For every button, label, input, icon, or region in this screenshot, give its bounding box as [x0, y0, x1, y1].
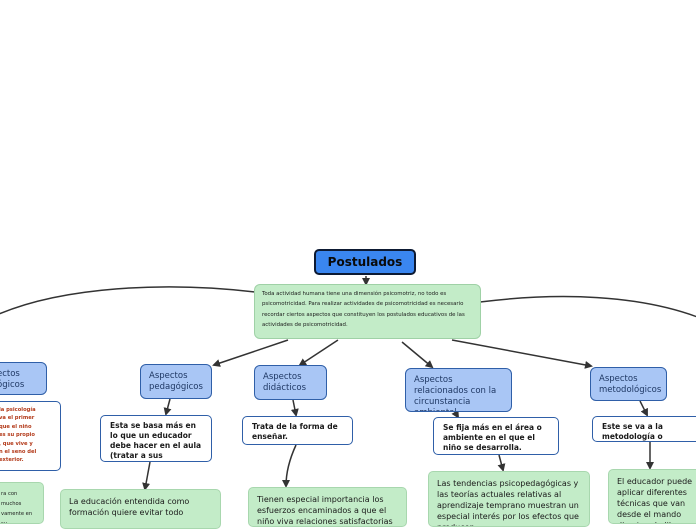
edge-ambiental-detail: [497, 454, 506, 472]
edge-description-right-curve: [479, 295, 696, 318]
branch-pedagogicos-detail[interactable]: La educación entendida como formación qu…: [60, 489, 221, 529]
central-description[interactable]: Toda actividad humana tiene una dimensió…: [254, 284, 481, 339]
branch-metodologicos-detail[interactable]: El educador puede aplicar diferentes téc…: [608, 469, 696, 524]
branch-ambiental-detail[interactable]: Las tendencias psicopedagógicas y las te…: [428, 471, 590, 527]
branch-metodologicos[interactable]: Aspectos metodológicos: [590, 367, 667, 401]
branch-metodologicos-note[interactable]: Este se va a la metodología o técnica qu…: [592, 416, 696, 442]
branch-ambiental-note[interactable]: Se fija más en el área o ambiente en el …: [433, 417, 559, 455]
branch-left-partial-note[interactable]: la psicología va el primer que el niño e…: [0, 401, 61, 471]
edge-didacticos-note: [290, 399, 299, 417]
branch-didacticos-detail[interactable]: Tienen especial importancia los esfuerzo…: [248, 487, 407, 527]
edge-metodologicos-note: [639, 400, 648, 417]
edge-ambiental-note: [451, 409, 460, 419]
edge-pedagogicos-detail: [142, 461, 151, 491]
branch-didacticos[interactable]: Aspectos didácticos: [254, 365, 327, 400]
edge-to-ambiental: [401, 341, 434, 369]
branch-left-partial[interactable]: ectos ógicos: [0, 362, 47, 395]
edge-didacticos-detail: [282, 444, 297, 488]
branch-left-partial-detail[interactable]: ra con muchos vamente en su: [0, 482, 44, 524]
branch-pedagogicos-note[interactable]: Esta se basa más en lo que un educador d…: [100, 415, 212, 462]
central-title[interactable]: Postulados: [314, 249, 416, 275]
edge-description-left-curve: [0, 286, 256, 315]
branch-didacticos-note[interactable]: Trata de la forma de enseñar.: [242, 416, 353, 445]
edge-to-metodologicos: [451, 339, 593, 369]
edge-to-pedagogicos: [212, 339, 289, 367]
branch-ambiental[interactable]: Aspectos relacionados con la circunstanc…: [405, 368, 512, 412]
branch-pedagogicos[interactable]: Aspectos pedagógicos: [140, 364, 212, 399]
edge-to-didacticos: [298, 339, 339, 367]
edge-pedagogicos-note: [163, 398, 172, 416]
